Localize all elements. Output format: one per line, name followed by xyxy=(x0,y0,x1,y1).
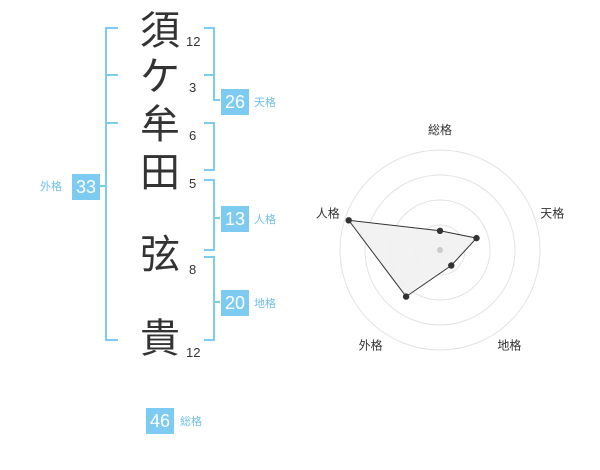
radar-point-5 xyxy=(345,217,352,224)
radar-ring-3 xyxy=(364,174,516,326)
radar-ring-4 xyxy=(339,149,541,351)
name-char-5: 弦 xyxy=(140,232,180,278)
stroke-count-1: 12 xyxy=(186,34,201,49)
tenkaku-badge: 26 xyxy=(221,89,249,115)
radar-axis-label-2: 天格 xyxy=(540,206,564,221)
chikaku-badge: 20 xyxy=(221,290,249,316)
tenkaku-label: 天格 xyxy=(254,96,276,109)
jinkaku-badge: 13 xyxy=(221,206,249,232)
radar-axis-label-3: 地格 xyxy=(497,338,521,353)
gaikaku-label: 外格 xyxy=(40,180,62,193)
jinkaku-bracket-2 xyxy=(204,179,215,251)
name-char-1: 須 xyxy=(140,8,180,54)
soukaku-badge: 46 xyxy=(146,408,174,434)
gaikaku-badge: 33 xyxy=(72,174,100,200)
radar-axis-label-1: 総格 xyxy=(428,122,452,137)
stroke-count-3: 6 xyxy=(189,128,197,143)
jinkaku-label: 人格 xyxy=(254,213,276,226)
radar-point-2 xyxy=(473,234,480,242)
radar-axis-label-4: 外格 xyxy=(359,338,383,353)
radar-point-1 xyxy=(436,227,444,234)
tenkaku-bracket-upper xyxy=(204,27,220,101)
name-char-6: 貴 xyxy=(140,316,180,362)
stroke-count-5: 8 xyxy=(189,262,197,277)
radar-center-dot xyxy=(437,247,443,253)
name-char-2: ケ xyxy=(140,54,180,100)
stroke-count-6: 12 xyxy=(186,345,201,360)
stroke-count-2: 3 xyxy=(189,80,197,95)
name-char-4: 田 xyxy=(140,150,180,196)
gaikaku-bracket xyxy=(105,27,118,341)
name-char-3: 牟 xyxy=(140,102,180,148)
chikaku-bracket xyxy=(204,256,215,341)
radar-point-3 xyxy=(448,262,455,269)
chikaku-label: 地格 xyxy=(254,297,276,310)
jinkaku-bracket xyxy=(204,122,215,171)
soukaku-label: 総格 xyxy=(180,415,202,428)
radar-point-4 xyxy=(402,293,410,300)
radar-axis-label-5: 人格 xyxy=(316,206,340,221)
stroke-count-4: 5 xyxy=(189,176,197,191)
radar-area xyxy=(347,219,478,298)
